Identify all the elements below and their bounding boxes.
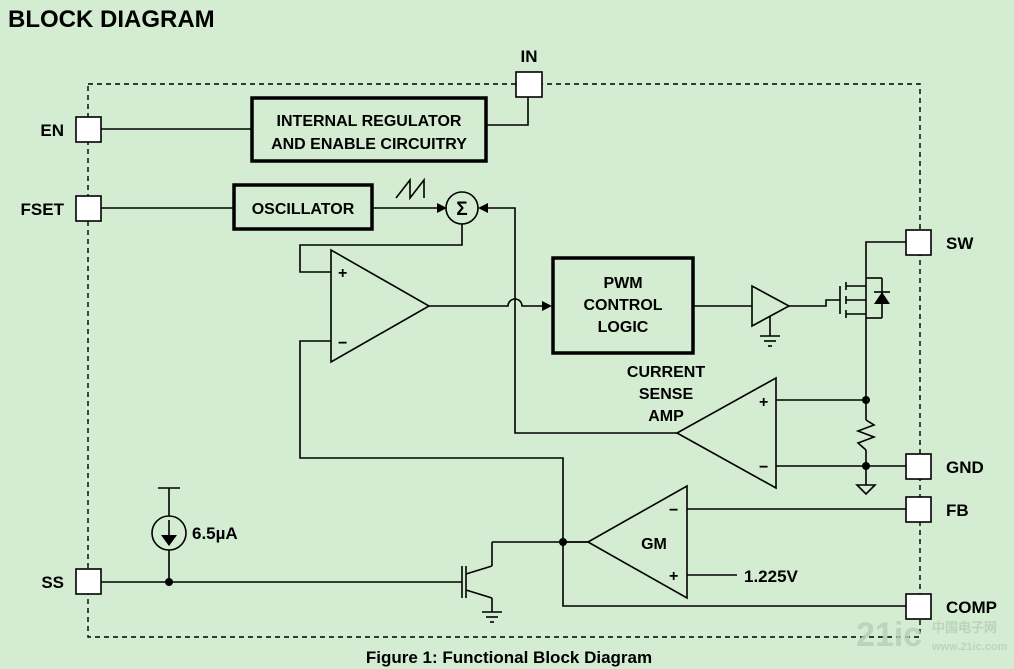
pin-fset-label: FSET xyxy=(21,200,65,219)
gate-driver-buffer xyxy=(751,284,791,328)
pin-ss-label: SS xyxy=(41,573,64,592)
sense-resistor-icon xyxy=(855,419,877,451)
error-amp-minus: − xyxy=(338,335,347,352)
pin-sw-label: SW xyxy=(946,234,974,253)
csa-label-line3: AMP xyxy=(648,408,684,425)
pin-en xyxy=(75,116,102,143)
current-sense-amp: + − CURRENT SENSE AMP xyxy=(627,364,777,490)
gm-label: GM xyxy=(641,536,667,553)
watermark-url-text: www.21ic.com xyxy=(931,641,1008,653)
sum-symbol: Σ xyxy=(456,199,467,220)
pwm-label-line3: LOGIC xyxy=(598,319,649,336)
csa-label-line2: SENSE xyxy=(639,386,694,403)
gm-minus: − xyxy=(669,502,678,519)
pin-in-label: IN xyxy=(521,47,538,66)
gm-plus: + xyxy=(669,568,678,585)
pin-fb-label: FB xyxy=(946,501,969,520)
pin-en-label: EN xyxy=(40,121,64,140)
csa-plus: + xyxy=(759,394,768,411)
pin-comp-label: COMP xyxy=(946,598,997,617)
figure-caption: Figure 1: Functional Block Diagram xyxy=(366,648,652,667)
wiring xyxy=(101,97,906,623)
error-amplifier: + − xyxy=(330,248,431,364)
reference-voltage-label: 1.225V xyxy=(744,567,799,586)
sawtooth-waveform-icon xyxy=(395,177,425,201)
junction-dot xyxy=(862,462,870,470)
watermark-logo-text: 21ic xyxy=(856,616,922,654)
diagram-title: BLOCK DIAGRAM xyxy=(8,6,215,33)
pwm-label-line1: PWM xyxy=(603,275,642,292)
chip-boundary xyxy=(87,83,921,638)
internal-regulator-block: INTERNAL REGULATOR AND ENABLE CIRCUITRY xyxy=(250,96,488,163)
pin-fb xyxy=(905,496,932,523)
watermark-cn-text: 中国电子网 xyxy=(932,620,997,635)
pin-in xyxy=(515,71,543,98)
pwm-label-line2: CONTROL xyxy=(583,297,662,314)
junction-dot xyxy=(862,396,870,404)
junction-dot xyxy=(165,578,173,586)
watermark-logo: 21ic 中国电子网 www.21ic.com xyxy=(856,616,1008,654)
power-mosfet-icon xyxy=(839,277,890,319)
csa-label-line1: CURRENT xyxy=(627,364,705,381)
pin-gnd-label: GND xyxy=(946,458,984,477)
pin-fset xyxy=(75,195,102,222)
csa-minus: − xyxy=(759,459,768,476)
pin-gnd xyxy=(905,453,932,480)
pin-comp xyxy=(905,593,932,620)
oscillator-block: OSCILLATOR xyxy=(232,183,374,231)
pin-ss xyxy=(75,568,102,595)
oscillator-label: OSCILLATOR xyxy=(252,201,355,218)
current-source-icon xyxy=(151,515,187,551)
pwm-control-logic-block: PWM CONTROL LOGIC xyxy=(551,256,695,355)
regulator-label-line2: AND ENABLE CIRCUITRY xyxy=(271,136,467,153)
regulator-label-line1: INTERNAL REGULATOR xyxy=(277,113,462,130)
current-source-label: 6.5µA xyxy=(192,524,238,543)
error-amp-plus: + xyxy=(338,265,347,282)
pin-sw xyxy=(905,229,932,256)
summing-node: Σ xyxy=(445,191,479,225)
gm-amplifier: GM − + xyxy=(586,484,688,600)
